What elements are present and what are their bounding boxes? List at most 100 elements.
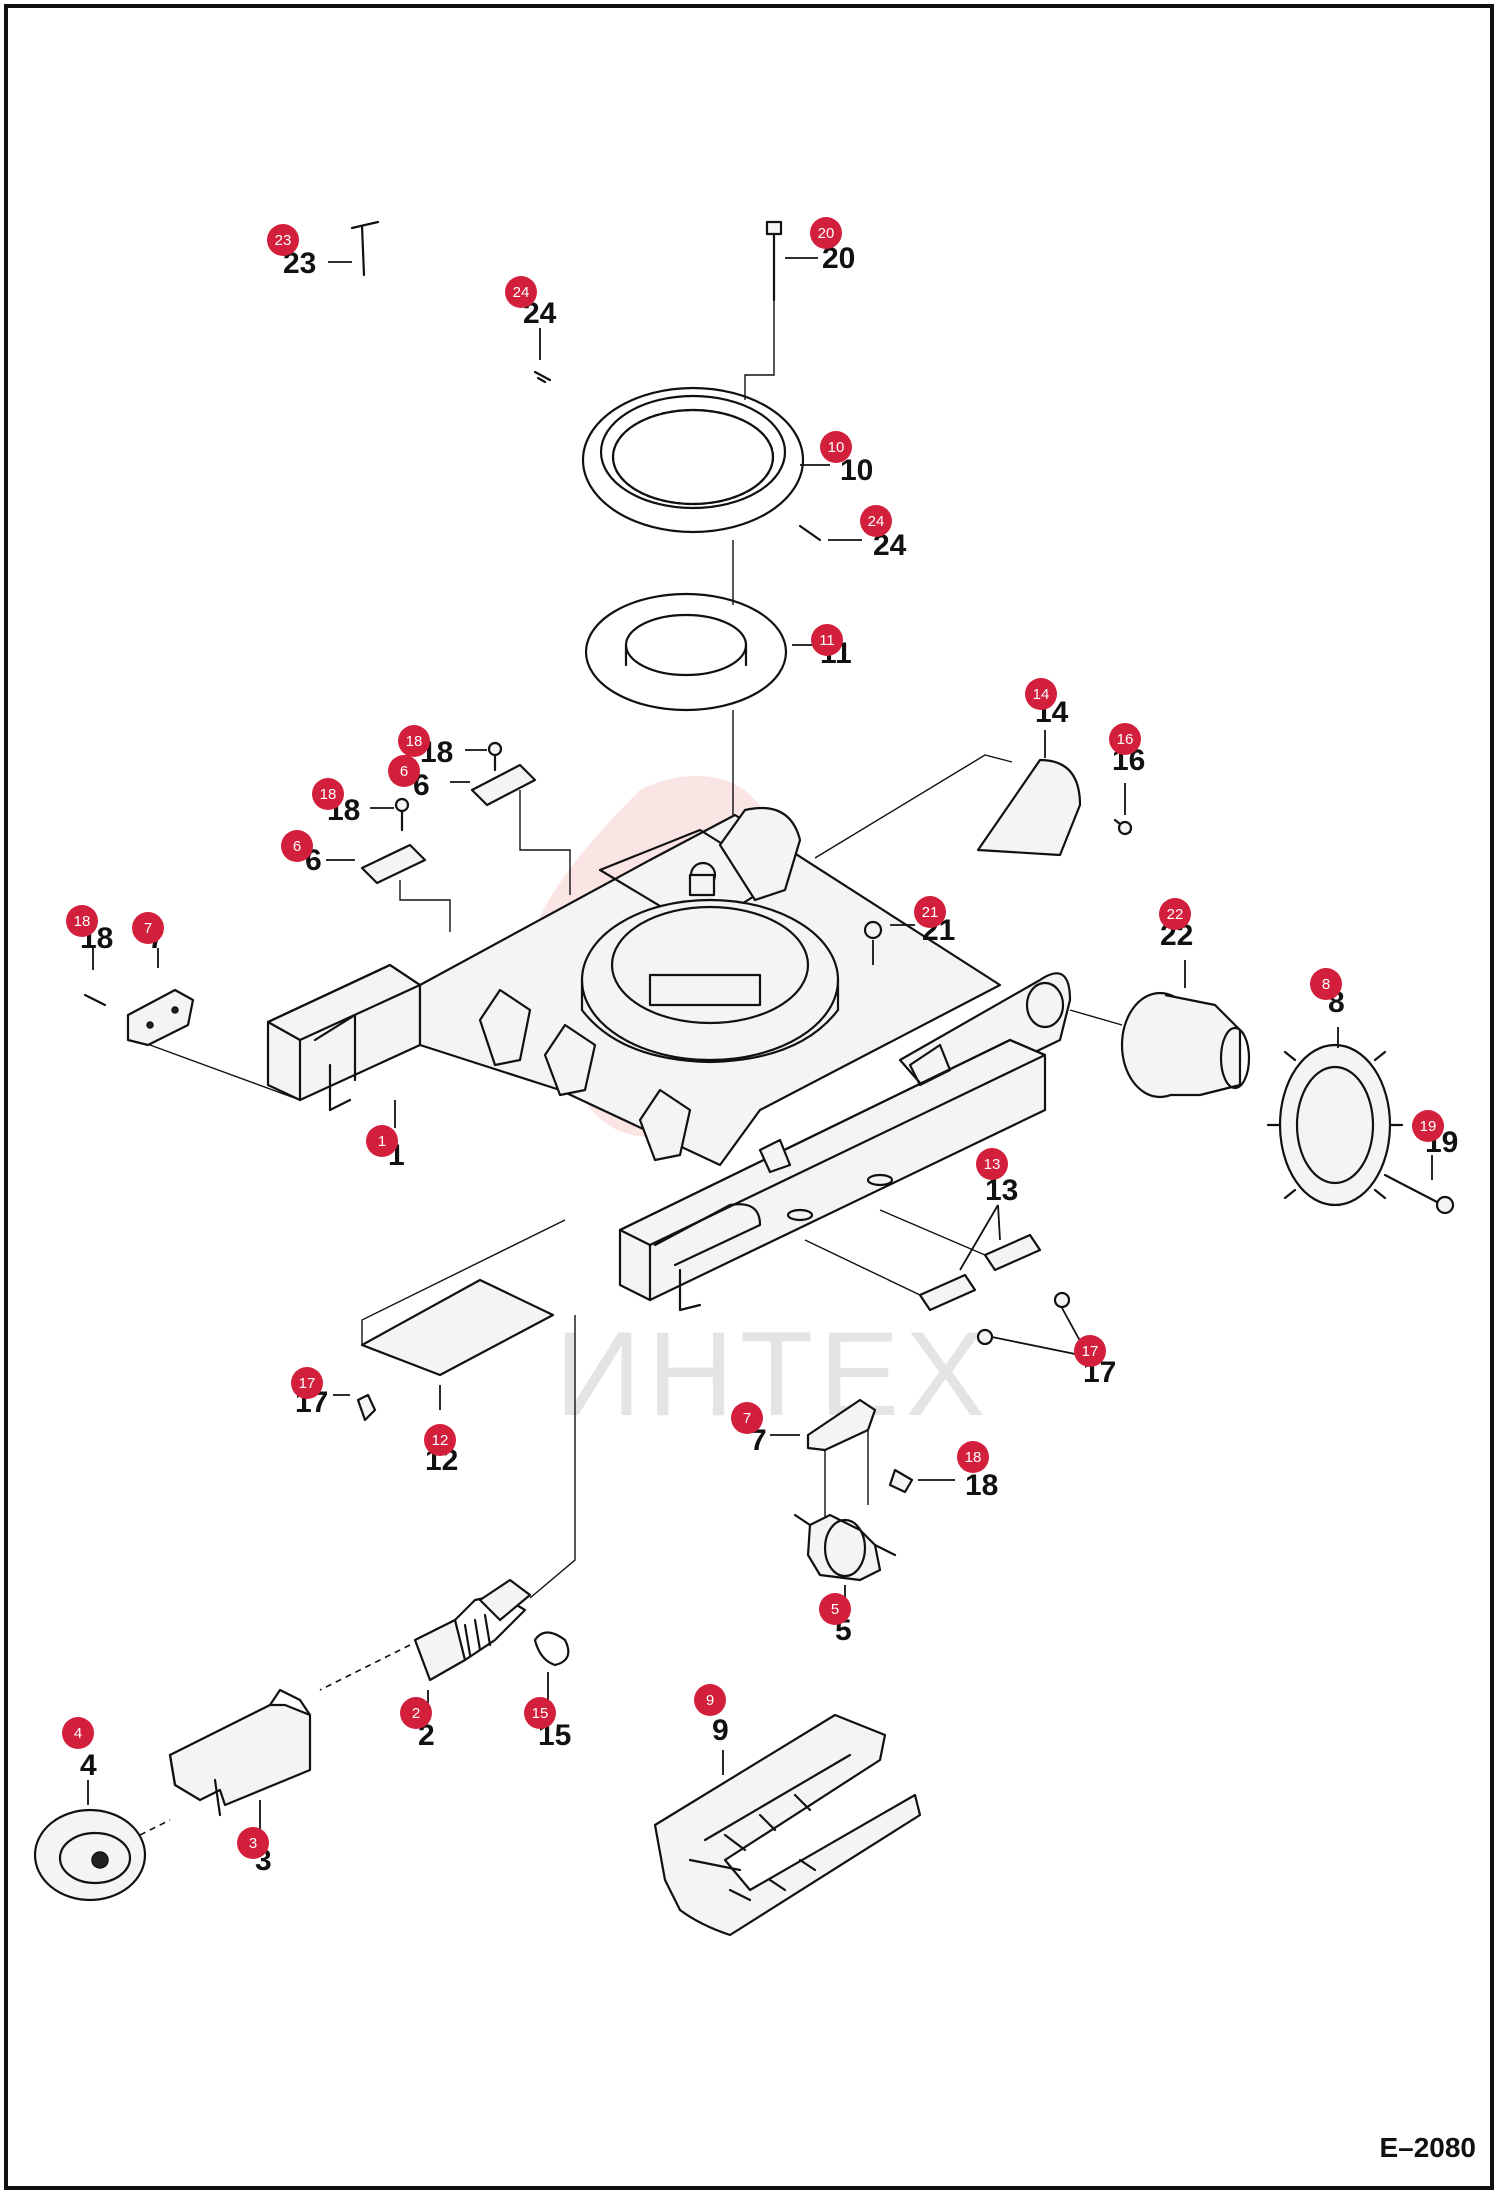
part-9-rubber-track (653, 1713, 922, 1937)
svg-text:16: 16 (1117, 731, 1134, 748)
part-13-wear-plates (804, 1204, 1042, 1312)
part-18-bolt-left (83, 945, 107, 1007)
part-21-cap (863, 920, 915, 965)
badge-21[interactable]: 21 (914, 896, 946, 928)
svg-text:18: 18 (320, 786, 337, 803)
svg-text:9: 9 (706, 1692, 714, 1709)
part-5-track-roller (793, 1513, 897, 1600)
svg-text:5: 5 (831, 1601, 839, 1618)
part-15-clip (533, 1631, 570, 1700)
part-7-plate-left (126, 948, 301, 1101)
badge-18a[interactable]: 18 (398, 725, 430, 757)
badge-15[interactable]: 15 (524, 1697, 556, 1729)
border (4, 4, 1494, 2190)
badge-22[interactable]: 22 (1159, 898, 1191, 930)
part-19-bolt (1383, 1155, 1455, 1215)
part-22-travel-motor (1069, 960, 1251, 1099)
svg-text:3: 3 (249, 1835, 257, 1852)
badge-18b[interactable]: 18 (312, 778, 344, 810)
part-3-idler-yoke (168, 1688, 312, 1830)
part-8-sprocket (1266, 1027, 1404, 1207)
svg-text:17: 17 (1082, 1343, 1099, 1360)
part-1-track-frame (266, 806, 1072, 1312)
svg-text:21: 21 (922, 904, 939, 921)
svg-text:24: 24 (513, 284, 530, 301)
svg-text:7: 7 (743, 1410, 751, 1427)
svg-text:11: 11 (819, 632, 835, 649)
svg-text:19: 19 (1420, 1118, 1437, 1135)
badge-17b[interactable]: 17 (291, 1367, 323, 1399)
svg-text:18: 18 (74, 913, 91, 930)
part-11-bearing-plate (584, 592, 815, 712)
svg-text:15: 15 (532, 1705, 549, 1722)
badge-16[interactable]: 16 (1109, 723, 1141, 755)
badge-8[interactable]: 8 (1310, 968, 1342, 1000)
part-7-plate-lower (770, 1398, 877, 1520)
part-10-slew-ring (581, 386, 830, 534)
badge-9[interactable]: 9 (694, 1684, 726, 1716)
badge-12[interactable]: 12 (424, 1424, 456, 1456)
svg-text:23: 23 (275, 232, 292, 249)
svg-text:12: 12 (432, 1432, 449, 1449)
badge-24a[interactable]: 24 (505, 276, 537, 308)
svg-text:10: 10 (828, 439, 845, 456)
svg-text:24: 24 (868, 513, 885, 530)
badge-24b[interactable]: 24 (860, 505, 892, 537)
part-6-pad-upper (450, 763, 571, 895)
badge-2[interactable]: 2 (400, 1697, 432, 1729)
label-4: 4 (80, 1749, 97, 1782)
part-23-pin (328, 220, 380, 277)
part-6-pad-lower (326, 843, 451, 932)
badge-6a[interactable]: 6 (388, 755, 420, 787)
badge-7a[interactable]: 7 (132, 912, 164, 944)
badge-4[interactable]: 4 (62, 1717, 94, 1749)
badge-3[interactable]: 3 (237, 1827, 269, 1859)
svg-text:1: 1 (378, 1133, 386, 1150)
label-9: 9 (712, 1714, 729, 1747)
part-20-bolt (744, 220, 818, 400)
svg-text:2: 2 (412, 1705, 420, 1722)
part-2-recoil-spring (319, 1315, 576, 1715)
svg-text:6: 6 (293, 838, 301, 855)
svg-text:18: 18 (965, 1449, 982, 1466)
svg-text:4: 4 (74, 1725, 82, 1742)
badge-14[interactable]: 14 (1025, 678, 1057, 710)
badge-5[interactable]: 5 (819, 1593, 851, 1625)
badge-23[interactable]: 23 (267, 224, 299, 256)
svg-text:22: 22 (1167, 906, 1184, 923)
part-18-bolt-lower-right (888, 1468, 955, 1494)
badge-11[interactable]: 11 (811, 624, 843, 656)
svg-text:8: 8 (1322, 976, 1330, 993)
badge-7b[interactable]: 7 (731, 1402, 763, 1434)
watermark-text: ИНТЕХ (555, 1307, 991, 1441)
badge-18c[interactable]: 18 (66, 905, 98, 937)
svg-text:6: 6 (400, 763, 408, 780)
part-24-screw-top (533, 328, 552, 384)
badge-6b[interactable]: 6 (281, 830, 313, 862)
part-17-bolts-right (976, 1291, 1086, 1356)
part-12-cover (360, 1219, 566, 1410)
svg-text:13: 13 (984, 1156, 1001, 1173)
badge-17a[interactable]: 17 (1074, 1335, 1106, 1367)
badge-19[interactable]: 19 (1412, 1110, 1444, 1142)
part-24-screw-right (798, 524, 862, 542)
part-16-bolt (1113, 783, 1133, 836)
badge-10[interactable]: 10 (820, 431, 852, 463)
badge-20[interactable]: 20 (810, 217, 842, 249)
svg-text:17: 17 (299, 1375, 316, 1392)
part-18-bolt-upper (465, 741, 503, 772)
badge-18d[interactable]: 18 (957, 1441, 989, 1473)
svg-text:7: 7 (144, 920, 152, 937)
part-14-cover-plate (814, 730, 1082, 859)
drawing-reference: E–2080 (1379, 2132, 1476, 2163)
badge-1[interactable]: 1 (366, 1125, 398, 1157)
part-18-bolt-lower (370, 797, 410, 832)
label-18d: 18 (965, 1469, 998, 1502)
part-4-front-idler (33, 1780, 171, 1902)
part-17-bolt-left (333, 1393, 377, 1422)
badge-13[interactable]: 13 (976, 1148, 1008, 1180)
svg-text:14: 14 (1033, 686, 1050, 703)
svg-text:20: 20 (818, 225, 835, 242)
